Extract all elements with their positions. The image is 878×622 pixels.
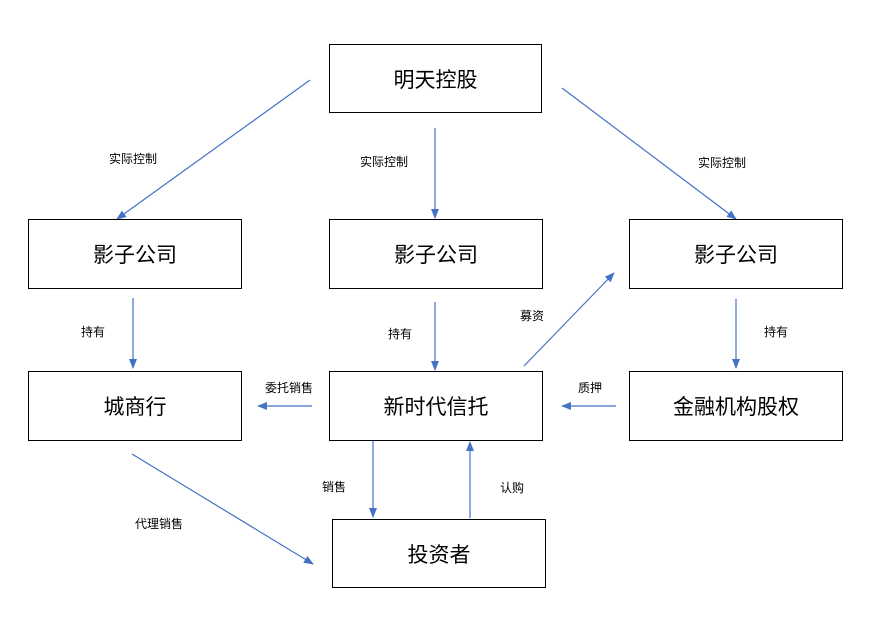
node-fin-equity: 金融机构股权 xyxy=(629,371,843,441)
node-investor: 投资者 xyxy=(332,519,546,588)
label-control-left: 实际控制 xyxy=(109,152,158,166)
label-pledge: 质押 xyxy=(578,381,603,395)
label-sale: 销售 xyxy=(322,480,347,494)
arrow-agency-sale xyxy=(131,453,314,565)
label-control-right: 实际控制 xyxy=(698,156,747,170)
node-trust: 新时代信托 xyxy=(329,371,543,441)
node-holding: 明天控股 xyxy=(329,44,542,113)
node-shadow-left: 影子公司 xyxy=(28,219,242,289)
label-agency-sale: 代理销售 xyxy=(135,517,184,531)
arrow-fundraise xyxy=(523,272,615,367)
node-city-bank: 城商行 xyxy=(28,371,242,441)
node-shadow-mid: 影子公司 xyxy=(329,219,543,289)
label-control-mid: 实际控制 xyxy=(360,155,409,169)
arrow-control-left xyxy=(116,79,311,220)
arrow-control-right xyxy=(561,87,737,220)
label-entrust-sale: 委托销售 xyxy=(265,381,314,395)
label-hold-right: 持有 xyxy=(764,325,789,339)
label-fundraise: 募资 xyxy=(520,309,545,323)
label-hold-mid: 持有 xyxy=(388,327,413,341)
node-shadow-right: 影子公司 xyxy=(629,219,843,289)
label-hold-left: 持有 xyxy=(81,325,106,339)
label-subscribe: 认购 xyxy=(500,481,525,495)
